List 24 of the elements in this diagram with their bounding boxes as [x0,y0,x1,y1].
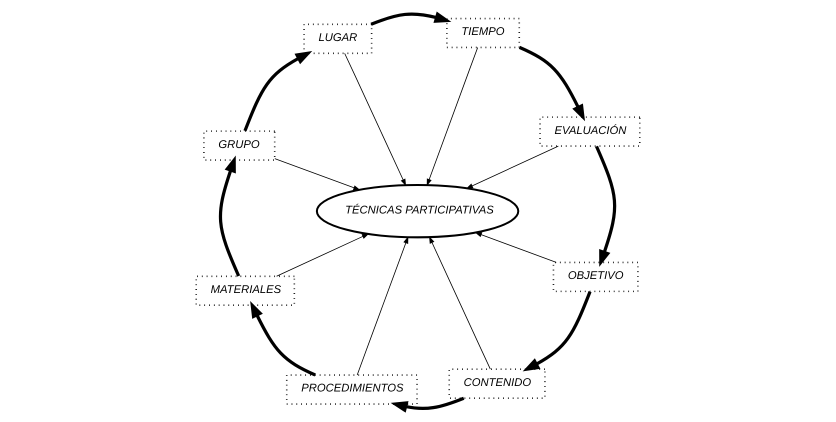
node-box: PROCEDIMIENTOS [286,374,418,405]
arrow [243,51,312,132]
arrow [356,236,408,376]
node-box: GRUPO [203,130,276,161]
arrow [276,233,370,277]
arrow [250,301,316,376]
arrow [522,291,592,372]
node-box: LUGAR [303,24,372,54]
arrow [274,158,361,190]
arrow [429,236,491,370]
arrow [466,146,559,189]
arrow [595,146,616,267]
node-box: EVALUACIÓN [539,116,641,147]
node-box: OBJETIVO [552,262,639,292]
arrow [390,396,464,413]
arrow [474,232,557,263]
arrow [426,47,478,186]
node-box: MATERIALES [195,275,296,306]
node-box: TIEMPO [446,18,520,48]
arrow [370,12,452,26]
arrow [518,46,586,122]
node-box: CONTENIDO [448,368,546,399]
arrow [218,156,240,277]
arrow [344,52,406,186]
